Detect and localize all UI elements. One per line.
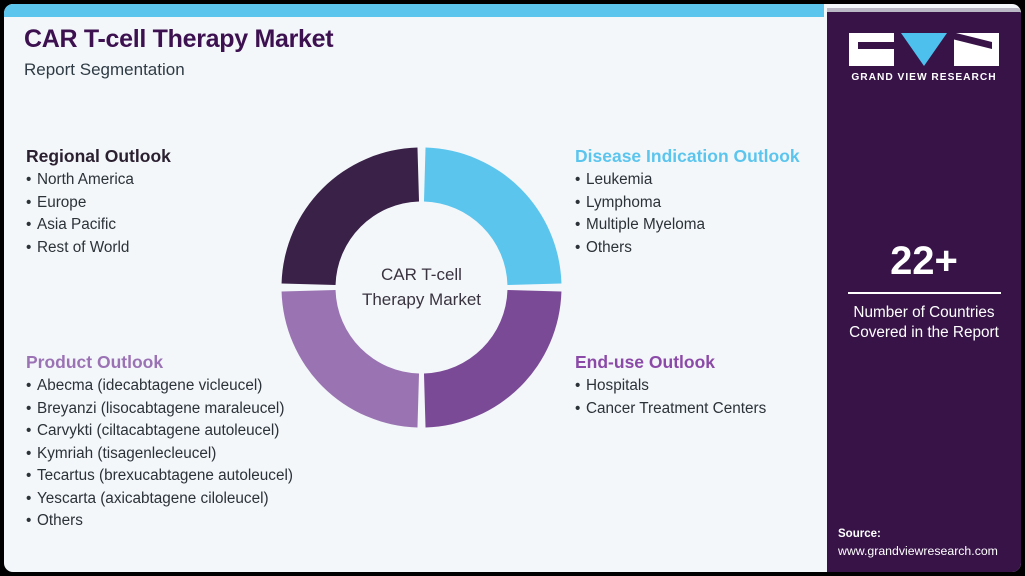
section-product-outlook: Product Outlook Abecma (idecabtagene vic… <box>26 351 293 532</box>
panel-top-edge <box>827 8 1021 12</box>
list-item: Cancer Treatment Centers <box>575 398 766 420</box>
section-end-use-outlook: End-use Outlook Hospitals Cancer Treatme… <box>575 351 766 420</box>
logo-letter-r-icon <box>954 33 999 66</box>
logo-marks <box>849 33 999 66</box>
list-item: Lymphoma <box>575 192 810 214</box>
grand-view-research-logo: GRAND VIEW RESEARCH <box>849 33 999 83</box>
logo-wordmark: GRAND VIEW RESEARCH <box>851 72 997 83</box>
section-title-enduse: End-use Outlook <box>575 352 715 372</box>
donut-segment[interactable] <box>281 147 420 286</box>
donut-segment[interactable] <box>281 289 420 428</box>
list-item: Asia Pacific <box>26 214 171 236</box>
list-item: Leukemia <box>575 169 810 191</box>
stat-value: 22+ <box>890 239 958 283</box>
stat-label-line-2: Covered in the Report <box>849 323 999 341</box>
logo-letter-v-icon <box>901 33 947 66</box>
donut-chart: CAR T-cell Therapy Market <box>280 146 563 429</box>
list-item: Rest of World <box>26 237 171 259</box>
section-title-regional: Regional Outlook <box>26 146 171 166</box>
accent-top-strip <box>4 4 824 17</box>
list-product: Abecma (idecabtagene vicleucel) Breyanzi… <box>26 375 293 532</box>
list-disease: Leukemia Lymphoma Multiple Myeloma Other… <box>575 169 810 259</box>
list-item: Abecma (idecabtagene vicleucel) <box>26 375 293 397</box>
list-item: Europe <box>26 192 171 214</box>
list-regional: North America Europe Asia Pacific Rest o… <box>26 169 171 259</box>
list-item: Tecartus (brexucabtagene autoleucel) <box>26 465 293 487</box>
donut-segment[interactable] <box>423 147 562 286</box>
list-item: Kymriah (tisagenlecleucel) <box>26 443 293 465</box>
stat-block: 22+ Number of Countries Covered in the R… <box>827 240 1021 343</box>
list-item: Hospitals <box>575 375 766 397</box>
section-regional-outlook: Regional Outlook North America Europe As… <box>26 145 171 259</box>
stat-label-line-1: Number of Countries <box>853 303 995 321</box>
list-item: Yescarta (axicabtagene ciloleucel) <box>26 488 293 510</box>
list-item: Multiple Myeloma <box>575 214 810 236</box>
list-item: Carvykti (ciltacabtagene autoleucel) <box>26 420 293 442</box>
page-title: CAR T-cell Therapy Market <box>24 25 334 53</box>
section-title-product: Product Outlook <box>26 352 164 372</box>
list-item: Others <box>575 237 810 259</box>
donut-segment[interactable] <box>423 289 562 428</box>
page-subtitle: Report Segmentation <box>24 59 185 79</box>
stat-label: Number of Countries Covered in the Repor… <box>827 303 1021 344</box>
side-panel: GRAND VIEW RESEARCH 22+ Number of Countr… <box>827 8 1021 572</box>
stat-divider <box>847 292 1001 294</box>
source-url[interactable]: www.grandviewresearch.com <box>838 543 998 558</box>
section-disease-indication-outlook: Disease Indication Outlook Leukemia Lymp… <box>575 145 810 259</box>
list-item: Breyanzi (lisocabtagene maraleucel) <box>26 398 293 420</box>
list-enduse: Hospitals Cancer Treatment Centers <box>575 375 766 420</box>
source-block: Source: www.grandviewresearch.com <box>838 526 1021 560</box>
list-item: Others <box>26 510 293 532</box>
donut-chart-svg <box>281 147 562 428</box>
list-item: North America <box>26 169 171 191</box>
source-label: Source: <box>838 527 881 540</box>
header: CAR T-cell Therapy Market Report Segment… <box>24 25 784 79</box>
section-title-disease: Disease Indication Outlook <box>575 146 800 166</box>
infographic-card: CAR T-cell Therapy Market Report Segment… <box>4 4 1021 572</box>
logo-letter-g-icon <box>849 33 894 66</box>
